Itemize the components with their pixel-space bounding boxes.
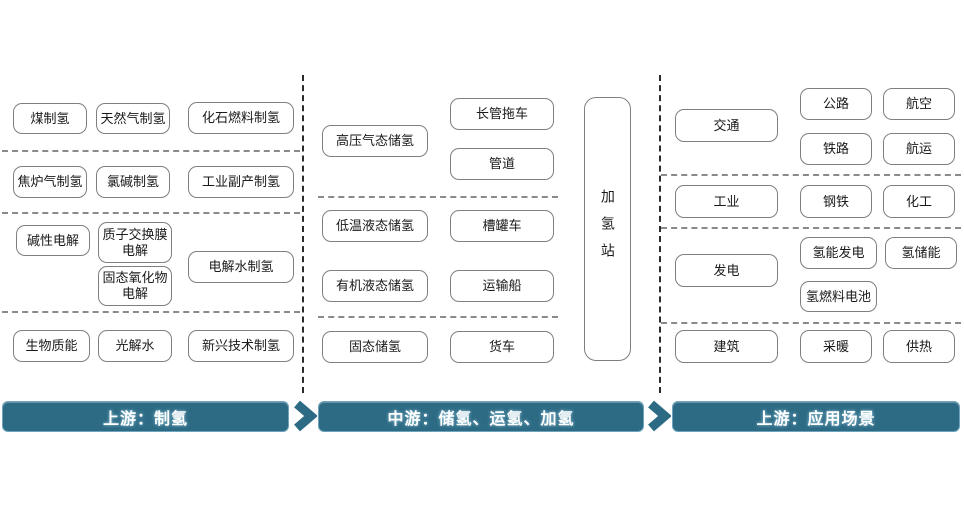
chevron-right-icon [294, 400, 317, 432]
box-chlor-alkali-hydrogen: 氯碱制氢 [96, 166, 170, 198]
box-pem-electrolysis: 质子交换膜电解 [98, 222, 172, 263]
box-water-electrolysis-hydrogen: 电解水制氢 [188, 251, 294, 283]
box-road: 公路 [800, 88, 872, 120]
box-chemical: 化工 [883, 185, 955, 218]
box-emerging-tech-hydrogen: 新兴技术制氢 [188, 330, 294, 362]
column-divider [302, 75, 304, 393]
box-tank-truck: 槽罐车 [450, 210, 554, 242]
box-hydrogen-power: 氢能发电 [800, 237, 877, 269]
box-hydrogen-refueling-station: 加氢站 [584, 97, 631, 361]
section-separator [2, 150, 300, 152]
box-tube-trailer: 长管拖车 [450, 98, 554, 130]
box-shipping: 航运 [883, 133, 955, 165]
box-fossil-fuel-hydrogen: 化石燃料制氢 [188, 102, 294, 134]
box-coal-hydrogen: 煤制氢 [13, 103, 87, 134]
box-pipeline: 管道 [450, 148, 554, 180]
box-category-power-generation: 发电 [675, 254, 778, 287]
section-separator [318, 316, 558, 318]
box-steel: 钢铁 [800, 185, 872, 218]
box-photolysis-water: 光解水 [98, 330, 172, 362]
banner-upstream: 上游：制氢 [2, 401, 289, 432]
box-organic-liquid-storage: 有机液态储氢 [322, 270, 428, 302]
banner-downstream: 上游：应用场景 [672, 401, 960, 432]
box-hydrogen-energy-storage: 氢储能 [885, 237, 957, 269]
banner-midstream: 中游：储氢、运氢、加氢 [318, 401, 644, 432]
box-heating: 采暖 [800, 330, 872, 363]
box-category-transport: 交通 [675, 109, 778, 142]
section-separator [2, 311, 300, 313]
box-solid-oxide-electrolysis: 固态氧化物电解 [98, 266, 172, 306]
section-separator [661, 227, 961, 229]
chevron-right-icon [648, 400, 671, 432]
box-category-building: 建筑 [675, 330, 778, 363]
box-alkaline-electrolysis: 碱性电解 [16, 225, 90, 256]
box-category-industry: 工业 [675, 185, 778, 218]
box-aviation: 航空 [883, 88, 955, 120]
section-separator [661, 174, 961, 176]
column-divider [659, 75, 661, 393]
box-railway: 铁路 [800, 133, 872, 165]
section-separator [661, 322, 961, 324]
box-coke-oven-gas-hydrogen: 焦炉气制氢 [13, 166, 87, 198]
box-high-pressure-gas-storage: 高压气态储氢 [322, 125, 428, 157]
box-natural-gas-hydrogen: 天然气制氢 [96, 103, 170, 134]
box-truck: 货车 [450, 331, 554, 363]
box-heat-supply: 供热 [883, 330, 955, 363]
refueling-station-label: 加氢站 [599, 188, 616, 270]
box-solid-state-storage: 固态储氢 [322, 331, 428, 363]
box-biomass-energy: 生物质能 [13, 330, 90, 362]
box-cryogenic-liquid-storage: 低温液态储氢 [322, 210, 428, 242]
box-industrial-byproduct-hydrogen: 工业副产制氢 [188, 166, 294, 198]
box-hydrogen-fuel-cell: 氢燃料电池 [800, 281, 877, 312]
box-transport-ship: 运输船 [450, 270, 554, 302]
section-separator [318, 196, 558, 198]
section-separator [2, 212, 300, 214]
